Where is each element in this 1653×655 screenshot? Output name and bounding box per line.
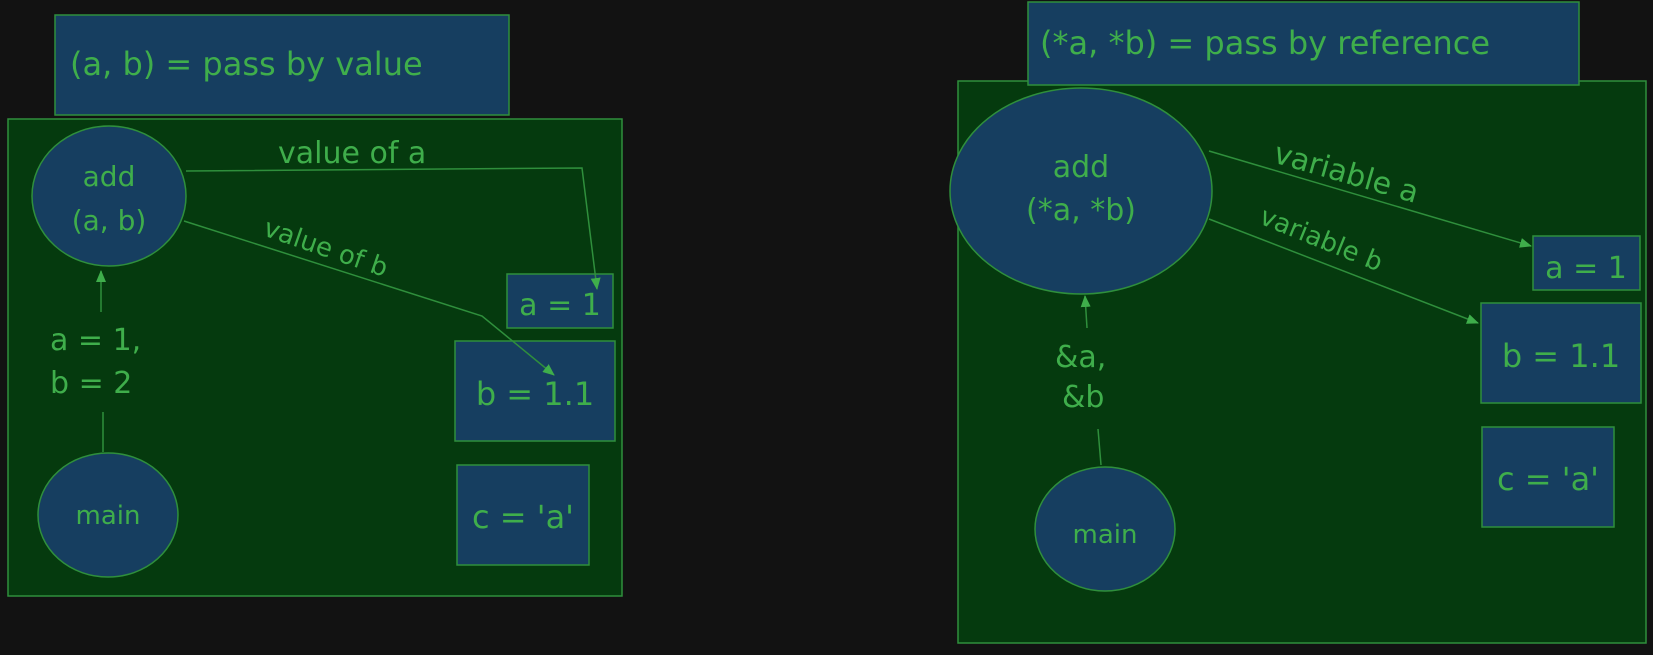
call-args-line1: a = 1, bbox=[50, 323, 141, 358]
pass-by-reference-panel: (*a, *b) = pass by reference add (*a, *b… bbox=[949, 1, 1647, 644]
edge-value-of-a bbox=[185, 167, 601, 290]
var-b-box bbox=[454, 340, 616, 442]
var-c-box bbox=[456, 464, 590, 566]
add-node bbox=[949, 87, 1213, 295]
edge-variable-b bbox=[1208, 218, 1479, 324]
reference-title: (*a, *b) = pass by reference bbox=[1040, 24, 1490, 62]
var-b-label: b = 1.1 bbox=[476, 375, 594, 413]
var-a-label: a = 1 bbox=[1545, 251, 1627, 286]
var-b-box bbox=[1480, 302, 1642, 404]
value-title-box bbox=[54, 14, 510, 116]
call-args-line1: &a, bbox=[1055, 340, 1106, 375]
var-c-label: c = 'a' bbox=[1497, 460, 1599, 498]
main-node-label: main bbox=[1073, 520, 1138, 550]
value-title: (a, b) = pass by value bbox=[70, 45, 423, 83]
call-edge-upper bbox=[1080, 295, 1091, 329]
var-b-label: b = 1.1 bbox=[1502, 337, 1620, 375]
edge-variable-a bbox=[1208, 150, 1532, 248]
add-node bbox=[31, 125, 187, 267]
add-node-params: (*a, *b) bbox=[1026, 193, 1136, 228]
var-c-label: c = 'a' bbox=[472, 498, 574, 536]
add-node-label: add bbox=[1053, 150, 1109, 185]
call-args-line2: b = 2 bbox=[50, 366, 132, 401]
var-c-box bbox=[1481, 426, 1615, 528]
main-node bbox=[1034, 466, 1176, 592]
add-node-label: add bbox=[83, 160, 136, 193]
call-args-line2: &b bbox=[1062, 380, 1104, 415]
call-edge-lower bbox=[1097, 428, 1102, 466]
main-node-label: main bbox=[76, 501, 141, 531]
add-node-params: (a, b) bbox=[72, 204, 147, 237]
edge-value-of-b bbox=[183, 220, 555, 376]
var-a-box bbox=[1532, 235, 1641, 291]
edge-value-of-a-label: value of a bbox=[278, 136, 426, 171]
reference-title-box bbox=[1027, 1, 1580, 86]
var-a-label: a = 1 bbox=[519, 288, 601, 323]
pass-by-value-panel: (a, b) = pass by value add (a, b) main a… bbox=[7, 14, 623, 597]
main-node bbox=[37, 452, 179, 578]
